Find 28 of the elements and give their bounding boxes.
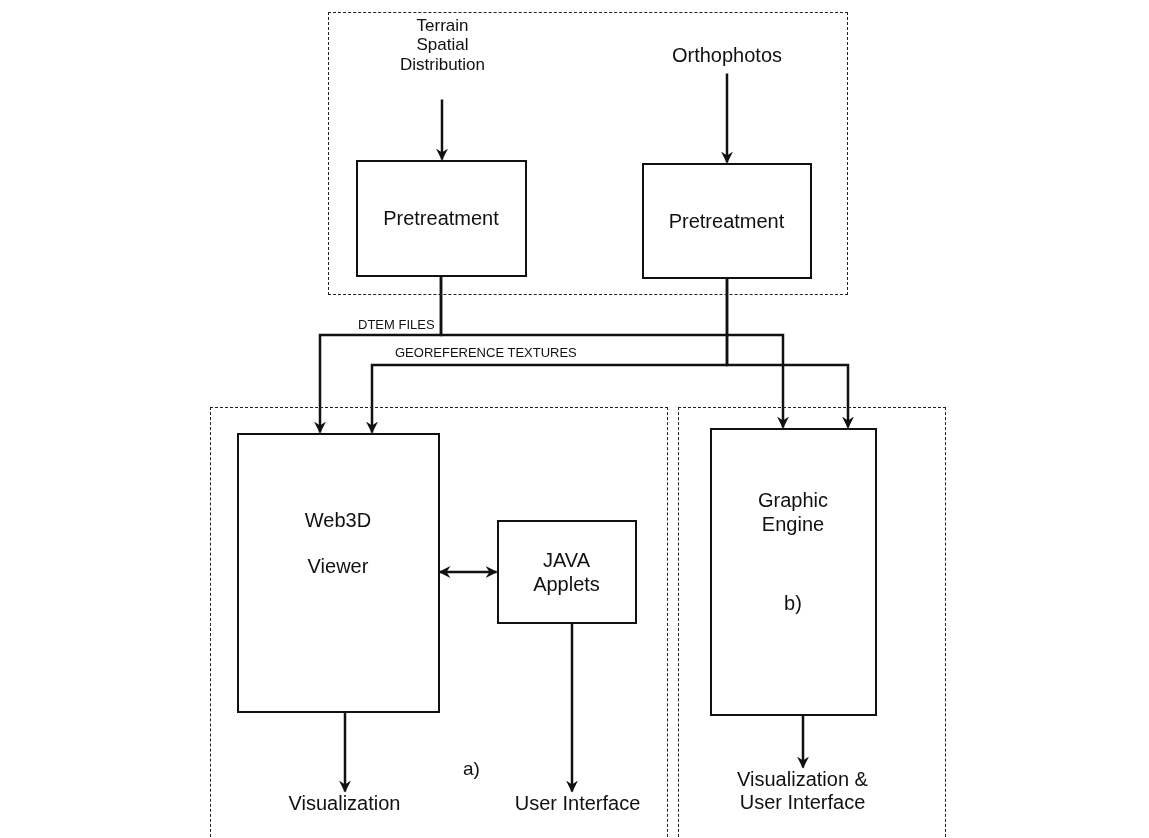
arrow	[721, 73, 733, 164]
process-box	[355, 159, 527, 277]
process-box	[236, 432, 440, 713]
process-box	[641, 162, 812, 279]
text-label: Visualization & User Interface	[714, 767, 891, 832]
arrow	[566, 623, 578, 793]
text-label: User Interface	[491, 791, 664, 820]
box-label: b)	[783, 591, 803, 615]
arrow	[339, 712, 351, 793]
arrow	[439, 276, 789, 429]
box-label: Pretreatment	[668, 208, 785, 233]
group-label: a)	[463, 758, 480, 780]
box-label: Pretreatment	[383, 206, 499, 230]
box-label: Web3D Viewer	[303, 507, 373, 579]
process-box	[709, 427, 877, 716]
process-box	[496, 519, 637, 624]
dashed-group-frame	[328, 12, 848, 295]
text-label: Visualization	[264, 791, 425, 820]
arrow	[725, 278, 854, 429]
text-label: Orthophotos	[659, 43, 795, 74]
arrow	[436, 99, 448, 161]
arrow	[438, 566, 498, 578]
dashed-group-frame	[678, 407, 946, 838]
box-label: Graphic Engine	[757, 488, 829, 536]
arrow	[797, 715, 809, 769]
dashed-group-frame	[210, 407, 668, 838]
box-label: JAVA Applets	[532, 547, 601, 596]
text-label: Terrain Spatial Distribution	[396, 15, 489, 100]
